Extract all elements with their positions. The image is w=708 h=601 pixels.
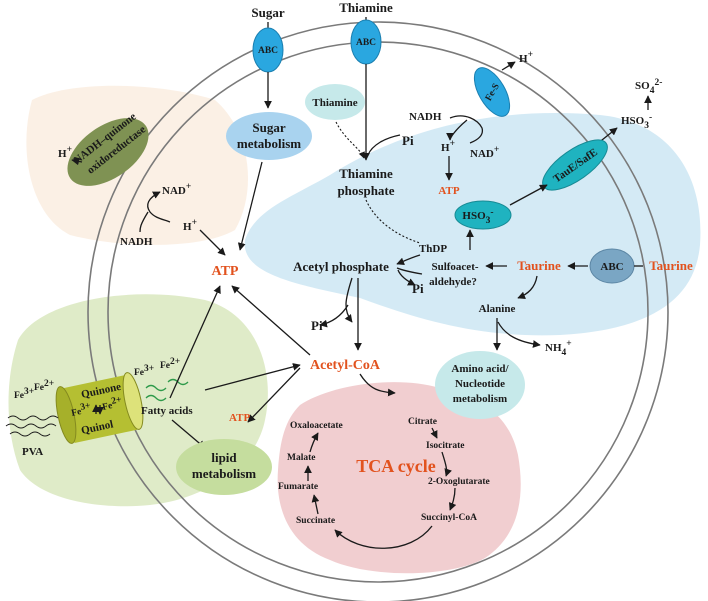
fes-nad-plus: NAD+ bbox=[470, 145, 499, 160]
malate-label: Malate bbox=[287, 453, 316, 463]
thiamine-abc-label: ABC bbox=[356, 38, 376, 48]
atp-lipid: ATP bbox=[229, 412, 250, 424]
outer-fe2: Fe2+ bbox=[34, 379, 54, 393]
acetyl-coa-label: Acetyl-CoA bbox=[310, 358, 381, 373]
fes-atp: ATP bbox=[438, 185, 459, 197]
amino-acid-label-1: Amino acid/ bbox=[451, 363, 509, 375]
hso3-inner-bubble bbox=[454, 200, 512, 230]
succinyl-coa-label: Succinyl-CoA bbox=[421, 513, 477, 523]
taurine-abc-label: ABC bbox=[600, 261, 623, 273]
sugar-abc-label: ABC bbox=[258, 46, 278, 56]
pi-thiamine: Pi bbox=[402, 133, 414, 148]
taurine-outer-label: Taurine bbox=[649, 258, 693, 273]
so4-label: SO42- bbox=[635, 78, 662, 96]
sugar-metabolism-label-2: metabolism bbox=[237, 136, 301, 151]
taurine-inner-label: Taurine bbox=[517, 258, 561, 273]
amino-acid-bubble bbox=[435, 351, 525, 419]
oxoglutarate-label: 2-Oxoglutarate bbox=[428, 477, 490, 487]
nadh-region bbox=[26, 85, 249, 245]
quinone-cylinder-left bbox=[55, 386, 77, 444]
alanine-label: Alanine bbox=[479, 303, 516, 315]
nadh-quinone-complex bbox=[67, 118, 149, 186]
fes-nadh: NADH bbox=[409, 111, 442, 123]
cyl-fe2: Fe2+ bbox=[101, 395, 124, 413]
tca-cycle-label: TCA cycle bbox=[356, 456, 435, 476]
nadh-complex-nadh: NADH bbox=[120, 236, 153, 248]
thiamine-inner-label: Thiamine bbox=[312, 97, 357, 109]
pva-label: PVA bbox=[22, 446, 43, 458]
thiamine-top-label: Thiamine bbox=[339, 0, 393, 15]
cyl-fe3: Fe3+ bbox=[70, 401, 93, 419]
hso3-out: HSO3- bbox=[621, 113, 652, 131]
citrate-label: Citrate bbox=[408, 417, 437, 427]
acetyl-phosphate-label: Acetyl phosphate bbox=[293, 259, 389, 274]
sulfoacetaldehyde-label-2: aldehyde? bbox=[429, 276, 477, 288]
quinone-cylinder-right bbox=[122, 372, 144, 430]
sulfoacetaldehyde-label-1: Sulfoacet- bbox=[431, 261, 478, 273]
sugar-metabolism-bubble bbox=[226, 112, 312, 160]
pi-acetyl-coa: Pi bbox=[311, 318, 323, 333]
pi-acetyl: Pi bbox=[412, 281, 424, 296]
isocitrate-label: Isocitrate bbox=[426, 441, 465, 451]
nh4-label: NH4+ bbox=[545, 339, 572, 358]
nadh-complex-nad: NAD+ bbox=[162, 182, 191, 197]
fes-h-plus: H+ bbox=[519, 50, 533, 65]
fatty-acids-label: Fatty acids bbox=[141, 405, 193, 417]
outer-membrane bbox=[87, 21, 669, 601]
amino-acid-label-3: metabolism bbox=[453, 393, 507, 405]
lipid-metabolism-bubble bbox=[176, 439, 272, 495]
tca-region bbox=[277, 382, 521, 574]
nadh-complex-h-out: H+ bbox=[58, 145, 72, 160]
succinate-label: Succinate bbox=[296, 516, 335, 526]
inner-fe3: Fe3+ bbox=[134, 364, 154, 378]
hso3-inner-label: HSO3- bbox=[462, 208, 493, 226]
sugar-metabolism-label-1: Sugar bbox=[252, 120, 285, 135]
inner-fe2: Fe2+ bbox=[160, 357, 180, 371]
lipid-metabolism-label-1: lipid bbox=[211, 450, 237, 465]
lipid-metabolism-label-2: metabolism bbox=[192, 466, 256, 481]
oxaloacetate-label: Oxaloacetate bbox=[290, 421, 343, 431]
fes-complex bbox=[473, 67, 511, 117]
sugar-label: Sugar bbox=[251, 5, 284, 20]
outer-fe3: Fe3+ bbox=[14, 387, 34, 401]
thdp-label: ThDP bbox=[419, 243, 447, 255]
thiamine-inner-bubble bbox=[305, 84, 365, 120]
atp-central: ATP bbox=[212, 264, 239, 279]
nadh-complex-h-in: H+ bbox=[183, 218, 197, 233]
thiamine-phosphate-label-2: phosphate bbox=[337, 183, 394, 198]
fes-h-plus-inner: H+ bbox=[441, 139, 455, 154]
thiamine-phosphate-label-1: Thiamine bbox=[339, 166, 393, 181]
amino-acid-label-2: Nucleotide bbox=[455, 378, 505, 390]
fumarate-label: Fumarate bbox=[278, 482, 318, 492]
